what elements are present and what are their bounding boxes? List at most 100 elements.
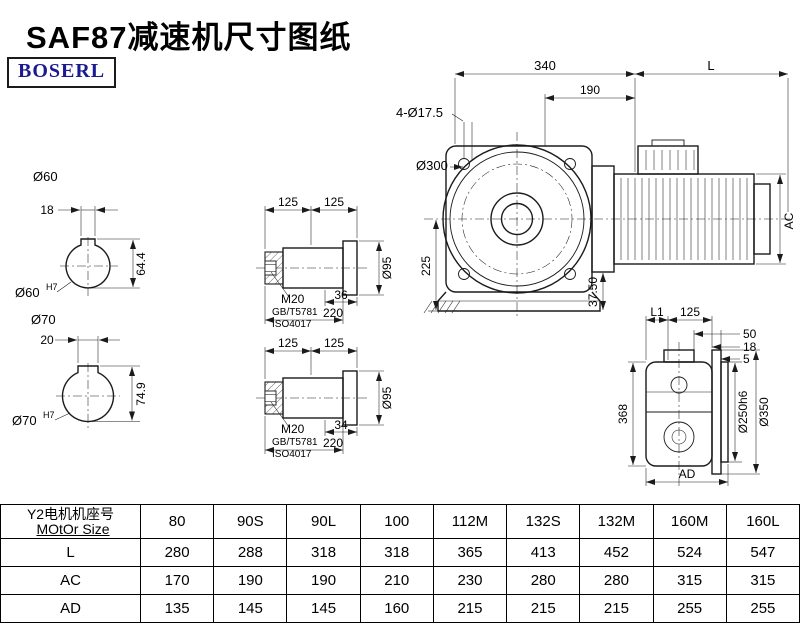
value-cell: 280 — [579, 566, 654, 595]
dim-keyway-height-70: 74.9 — [134, 382, 148, 406]
value-cell: 230 — [432, 566, 508, 595]
dim-keyway-height-60: 64.4 — [134, 252, 148, 276]
size-cell: 80 — [139, 504, 215, 539]
terminal-box-detail — [645, 150, 695, 170]
shaft2-thread-label: M20 — [281, 422, 305, 436]
shaft1-dim-dia95: Ø95 — [380, 256, 394, 279]
label-bore-70-tolerance: H7 — [43, 410, 55, 420]
motor-size-header-en: MOtOr Size — [36, 521, 110, 537]
shaft-bore-circle — [490, 192, 544, 246]
shaft1-standard-1: GB/T5781 — [272, 307, 318, 318]
size-cell: 160L — [725, 504, 800, 539]
flange-outer-circle — [442, 144, 592, 294]
row-label: AC — [0, 566, 141, 595]
terminal-box-cap — [651, 139, 685, 147]
shaft1-standard-2: ISO4017 — [272, 319, 312, 330]
dim-L: L — [707, 58, 714, 73]
size-cell: 160M — [652, 504, 727, 539]
size-cell: 90L — [286, 504, 361, 539]
value-cell: 413 — [506, 538, 581, 567]
shaft2-standard-1: GB/T5781 — [272, 437, 318, 448]
dim-AD: AD — [679, 467, 696, 481]
value-cell: 255 — [652, 594, 727, 623]
shaft1-dim-220: 220 — [323, 306, 343, 320]
value-cell: 280 — [139, 538, 215, 567]
row-label: AD — [0, 594, 141, 623]
dim-18: 18 — [743, 340, 757, 354]
size-cell: 100 — [359, 504, 434, 539]
value-cell: 318 — [286, 538, 361, 567]
terminal-box — [637, 145, 699, 175]
table-row-L: L 280 288 318 318 365 413 452 524 547 — [0, 538, 800, 567]
dim-L1: L1 — [650, 305, 664, 319]
mounting-base — [437, 291, 601, 312]
value-cell: 215 — [506, 594, 581, 623]
dim-AC: AC — [782, 212, 796, 229]
output-shaft-drawing-1: 125 125 M20 GB/T5781 ISO4017 36 220 Ø95 — [256, 195, 394, 330]
boserl-logo-text: BOSERL — [18, 60, 106, 82]
corner-hole — [564, 158, 576, 170]
dim-keyway-width-60: 18 — [40, 203, 54, 217]
dim-dia-350: Ø350 — [757, 397, 771, 427]
shaft2-dim-125b: 125 — [324, 336, 344, 350]
motor-size-header-cn: Y2电机机座号 — [26, 506, 115, 522]
boserl-logo: BOSERL — [7, 57, 117, 88]
value-cell: 255 — [725, 594, 800, 623]
dim-368: 368 — [616, 404, 630, 424]
corner-hole — [458, 268, 470, 280]
value-cell: 315 — [652, 566, 727, 595]
dim-5: 5 — [743, 352, 750, 366]
value-cell: 524 — [652, 538, 727, 567]
flange-inner-circle — [449, 151, 585, 287]
cross-section-70: 20 74.9 Ø70 Ø70 H7 — [12, 312, 148, 428]
value-cell: 190 — [286, 566, 361, 595]
label-bore-60: Ø60 — [15, 285, 40, 300]
side-output-circle — [663, 421, 695, 453]
size-cell: 90S — [213, 504, 288, 539]
page-title: SAF87减速机尺寸图纸 — [26, 20, 352, 55]
value-cell: 145 — [286, 594, 361, 623]
dim-37-50: 37.50 — [586, 277, 600, 307]
bolt-pitch-circle — [461, 163, 573, 275]
value-cell: 215 — [432, 594, 508, 623]
dim-225: 225 — [419, 256, 433, 276]
value-cell: 318 — [359, 538, 434, 567]
side-view: L1 125 50 18 5 368 Ø250h6 Ø350 — [616, 305, 771, 486]
table-row-AD: AD 135 145 145 160 215 215 215 255 255 — [0, 594, 800, 623]
row-label: L — [0, 538, 141, 567]
dim-125-side: 125 — [680, 305, 700, 319]
size-cell: 132M — [579, 504, 654, 539]
value-cell: 288 — [213, 538, 288, 567]
dim-dia-250h6: Ø250h6 — [736, 390, 750, 433]
cross-section-60: 18 64.4 Ø60 Ø60 H7 — [15, 169, 148, 300]
label-dia-70: Ø70 — [31, 312, 56, 327]
value-cell: 210 — [359, 566, 434, 595]
value-cell: 190 — [213, 566, 288, 595]
label-bolt-holes: 4-Ø17.5 — [396, 105, 443, 120]
value-cell: 215 — [579, 594, 654, 623]
value-cell: 280 — [506, 566, 581, 595]
value-cell: 145 — [213, 594, 288, 623]
table-header-row: Y2电机机座号 MOtOr Size 80 90S 90L 100 112M 1… — [0, 504, 800, 539]
dim-190: 190 — [580, 83, 600, 97]
value-cell: 547 — [725, 538, 800, 567]
front-view: 340 L 190 4-Ø17.5 Ø300 225 37.50 AC — [396, 58, 796, 318]
dim-50: 50 — [743, 327, 757, 341]
shaft1-thread-hole — [264, 260, 277, 276]
value-cell: 160 — [359, 594, 434, 623]
shaft1-dim-125a: 125 — [278, 195, 298, 209]
label-bore-70: Ø70 — [12, 413, 37, 428]
side-spigot-250 — [720, 361, 729, 463]
value-cell: 365 — [432, 538, 508, 567]
corner-hole — [564, 268, 576, 280]
bore-70-outline — [61, 365, 115, 423]
label-dia-300: Ø300 — [416, 158, 448, 173]
value-cell: 170 — [139, 566, 215, 595]
shaft1-thread-label: M20 — [281, 292, 305, 306]
technical-drawing: 18 64.4 Ø60 Ø60 H7 20 74.9 Ø70 — [12, 58, 796, 486]
size-cell: 132S — [506, 504, 581, 539]
bore-60-outline — [65, 238, 111, 289]
value-cell: 135 — [139, 594, 215, 623]
shaft2-thread-hole — [264, 390, 277, 406]
